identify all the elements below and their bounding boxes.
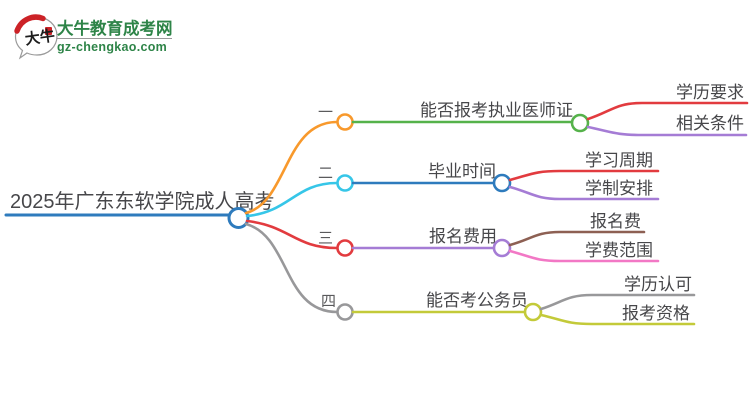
branch-2-node-circle: [336, 174, 354, 192]
branch-4-connector-line: [244, 222, 339, 314]
branch-3-leaf-2-line: [508, 249, 660, 263]
branch-1-connector-line: [244, 120, 339, 215]
branch-1-leaf-2-line: [586, 125, 748, 137]
branch-1-index-label: 一: [318, 104, 333, 121]
branch-2: 二 毕业时间 学习周期 学制安排: [245, 151, 660, 218]
branch-2-leaf-1-label: 学习周期: [585, 151, 653, 170]
branch-2-leaf-2-label: 学制安排: [585, 179, 653, 198]
branch-3-topic-label: 报名费用: [429, 227, 497, 246]
branch-4-leaf-2-label: 报考资格: [622, 304, 690, 323]
branch-3-index-label: 三: [318, 230, 333, 247]
logo-site-name: 大牛教育成考网: [57, 18, 173, 38]
branch-1-leaf-1-label: 学历要求: [676, 83, 744, 102]
branch-1-topic-label: 能否报考执业医师证: [420, 101, 573, 120]
branch-2-leaf-1-line: [508, 169, 660, 182]
branch-3-leaf-2-label: 学费范围: [585, 241, 653, 260]
branch-3-leaf-1-label: 报名费: [590, 212, 641, 231]
branch-3-node-circle: [336, 239, 354, 257]
branch-4-topic-label: 能否考公务员: [426, 291, 528, 310]
branch-3: 三 报名费用 报名费 学费范围: [245, 212, 660, 263]
branch-1-topic-circle: [570, 113, 590, 133]
branch-3-connector-line: [245, 219, 339, 250]
branch-2-index-label: 二: [318, 165, 333, 182]
branch-2-topic-circle: [492, 173, 512, 193]
branch-2-leaf-2-line: [508, 185, 660, 201]
site-logo: 大牛 大牛教育成考网 gz-chengkao.com: [14, 14, 173, 60]
branch-4: 四 能否考公务员 学历认可 报考资格: [244, 222, 696, 326]
branch-3-topic-circle: [492, 238, 512, 258]
branch-4-leaf-2-line: [539, 313, 696, 326]
branch-4-topic-circle: [523, 302, 543, 322]
branch-4-leaf-1-label: 学历认可: [624, 275, 692, 294]
branch-4-node-circle: [336, 303, 354, 321]
branch-1: 一 能否报考执业医师证 学历要求 相关条件: [244, 83, 749, 215]
branch-2-connector-line: [245, 181, 339, 218]
branch-1-node-circle: [336, 113, 354, 131]
branch-1-leaf-2-label: 相关条件: [676, 114, 744, 133]
root-label: 2025年广东东软学院成人高考: [10, 190, 275, 213]
branch-4-index-label: 四: [321, 293, 336, 310]
root-node: 2025年广东东软学院成人高考: [4, 190, 275, 229]
logo-seal-icon: [45, 27, 52, 35]
root-node-circle: [227, 207, 250, 229]
logo-red-arc: [14, 14, 46, 34]
branch-3-leaf-1-line: [508, 230, 646, 247]
branch-2-topic-label: 毕业时间: [428, 162, 496, 181]
branch-1-leaf-1-line: [586, 101, 749, 121]
logo-bubble-text: 大牛: [24, 26, 56, 48]
logo-site-url: gz-chengkao.com: [57, 40, 167, 54]
branch-4-leaf-1-line: [539, 293, 696, 311]
